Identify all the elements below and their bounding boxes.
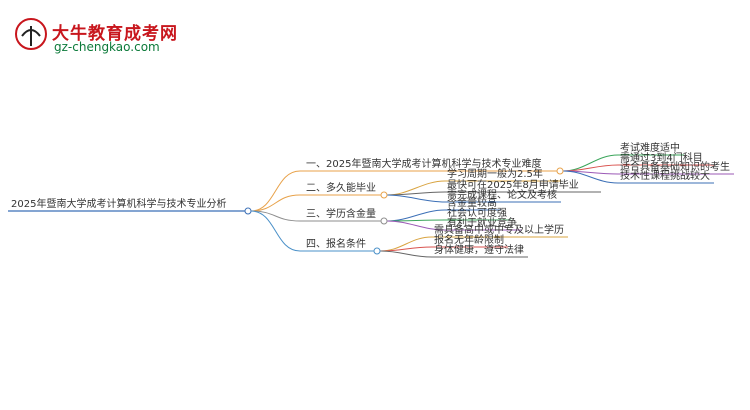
branch-topic-4: 四、报名条件	[306, 239, 366, 250]
branch-connector-2	[250, 194, 301, 212]
branch-connector-1	[250, 170, 301, 212]
leaf-topic-3-1: 含金量较高	[447, 198, 497, 209]
leaf-topic-2-2: 最快可在2025年8月申请毕业	[447, 180, 579, 191]
leaf-topic-1-4: 技术性课程挑战较大	[620, 171, 710, 182]
leaf-topic-2-1: 学习周期一般为2.5年	[447, 169, 543, 180]
brand-url: gz-chengkao.com	[54, 40, 160, 54]
leaf-topic-1-1: 考试难度适中	[620, 143, 680, 154]
branch-node-dot-1	[556, 167, 564, 175]
leaf-connector-2-3	[386, 194, 446, 203]
leaf-connector-2-1	[386, 180, 446, 196]
leaf-connector-3-3	[386, 220, 446, 231]
brand-logo: 大牛教育成考网 gz-chengkao.com	[14, 16, 214, 56]
leaf-topic-4-3: 身体健康，遵守法律	[434, 245, 524, 256]
branch-node-dot-4	[373, 247, 381, 255]
brand-mark-icon	[15, 18, 47, 50]
leaf-topic-2-3: 需完成课程、论文及考核	[447, 190, 557, 201]
branch-connector-4	[250, 210, 301, 252]
leaf-topic-3-2: 社会认可度强	[447, 208, 507, 219]
leaf-topic-4-1: 需具备高中或中专及以上学历	[434, 225, 564, 236]
branch-topic-1: 一、2025年暨南大学成考计算机科学与技术专业难度	[306, 159, 542, 170]
branch-topic-2: 二、多久能毕业	[306, 183, 376, 194]
leaf-topic-1-2: 需通过3到4门科目	[620, 153, 703, 164]
leaf-connector-4-2	[379, 246, 433, 252]
root-node-dot	[244, 207, 252, 215]
branch-node-dot-2	[380, 191, 388, 199]
leaf-connector-3-1	[386, 209, 446, 222]
leaf-connector-1-4	[562, 170, 619, 184]
leaf-connector-1-1	[562, 154, 619, 172]
brand-title: 大牛教育成考网	[52, 24, 178, 44]
branch-node-dot-3	[380, 217, 388, 225]
leaf-topic-4-2: 报名无年龄限制	[434, 235, 504, 246]
leaf-topic-3-3: 有利于就业竞争	[447, 218, 517, 229]
leaf-topic-1-3: 适合具备基础知识的考生	[620, 162, 730, 173]
root-topic: 2025年暨南大学成考计算机科学与技术专业分析	[11, 199, 227, 210]
branch-topic-3: 三、学历含金量	[306, 209, 376, 220]
leaf-connector-4-3	[379, 250, 433, 258]
leaf-connector-2-2	[386, 191, 446, 196]
